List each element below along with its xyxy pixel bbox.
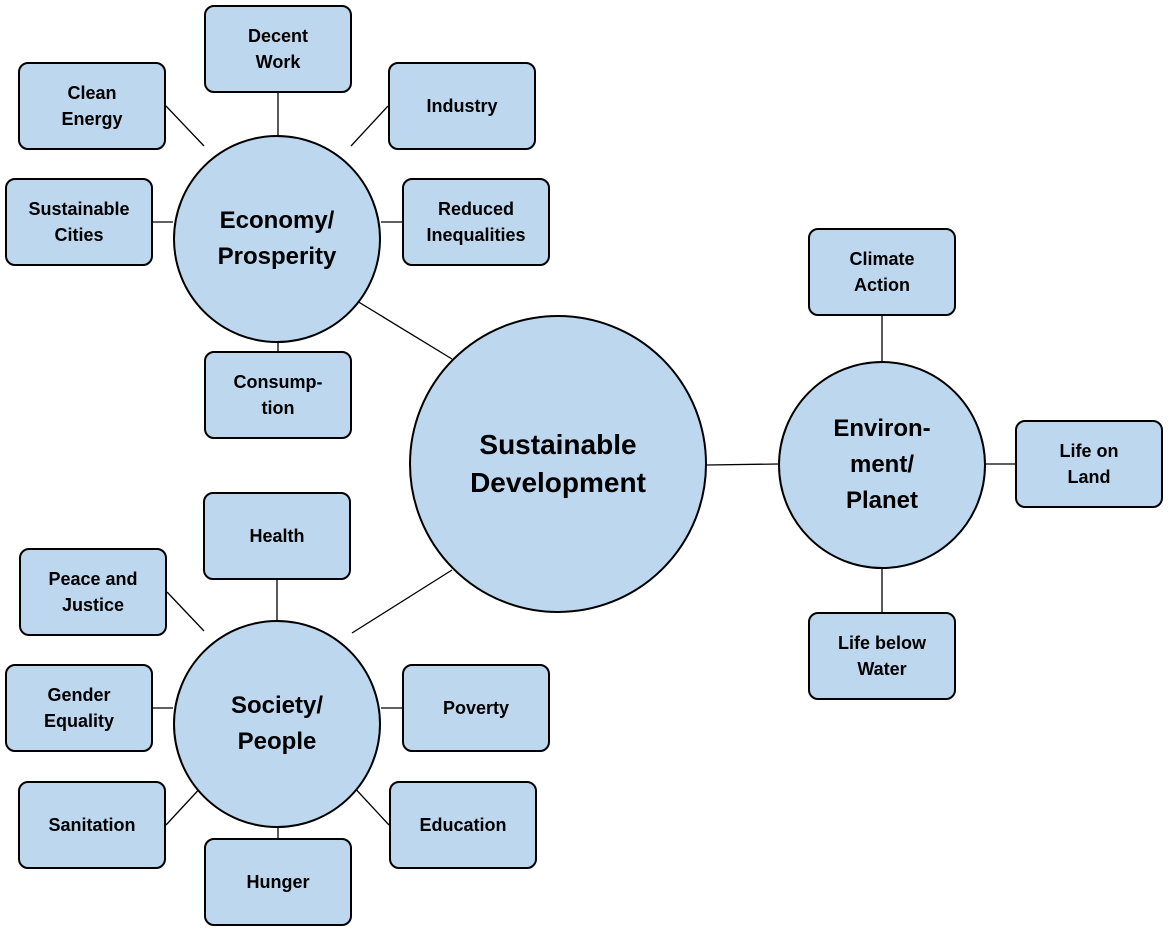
goal-health: Health xyxy=(203,492,351,580)
goal-life-on-land: Life on Land xyxy=(1015,420,1163,508)
goal-life-below-water: Life below Water xyxy=(808,612,956,700)
connector-economy-clean-energy xyxy=(165,105,205,147)
goal-hunger: Hunger xyxy=(204,838,352,926)
connector-sd-economy xyxy=(351,297,453,360)
goal-gender-equality: Gender Equality xyxy=(5,664,153,752)
goal-climate-action: Climate Action xyxy=(808,228,956,316)
goal-education: Education xyxy=(389,781,537,869)
goal-industry: Industry xyxy=(388,62,536,150)
hub-society-people: Society/ People xyxy=(173,620,381,828)
goal-decent-work: Decent Work xyxy=(204,5,352,93)
goal-sustainable-cities: Sustainable Cities xyxy=(5,178,153,266)
hub-economy-prosperity: Economy/ Prosperity xyxy=(173,135,381,343)
hub-sustainable-development: Sustainable Development xyxy=(409,315,707,613)
connector-society-education xyxy=(350,783,390,826)
hub-environment-planet: Environ- ment/ Planet xyxy=(778,361,986,569)
goal-poverty: Poverty xyxy=(402,664,550,752)
goal-clean-energy: Clean Energy xyxy=(18,62,166,150)
goal-consumption: Consump- tion xyxy=(204,351,352,439)
connector-sd-society xyxy=(351,569,453,634)
connector-society-peace-justice xyxy=(166,591,205,632)
goal-reduced-inequalities: Reduced Inequalities xyxy=(402,178,550,266)
connector-economy-industry xyxy=(350,105,389,147)
goal-sanitation: Sanitation xyxy=(18,781,166,869)
goal-peace-and-justice: Peace and Justice xyxy=(19,548,167,636)
connector-sd-environment xyxy=(706,463,779,466)
